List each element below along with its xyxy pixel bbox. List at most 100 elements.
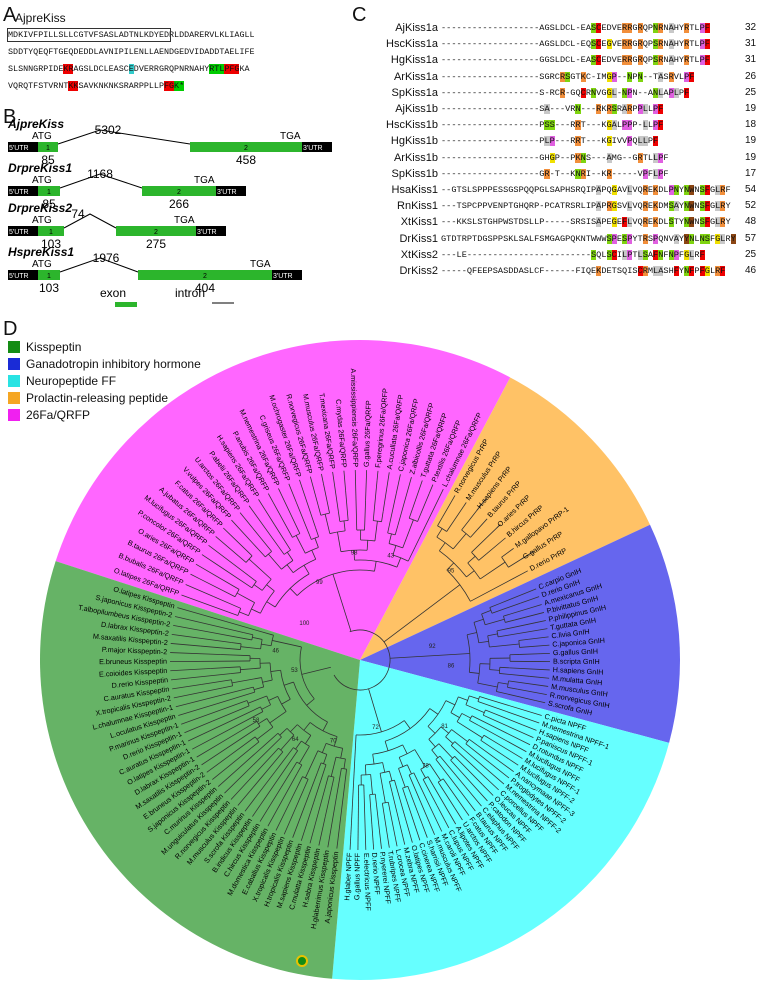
tree-branch xyxy=(278,488,296,525)
legend-swatch xyxy=(8,358,20,370)
tree-branch xyxy=(170,668,211,672)
tree-branch xyxy=(446,506,464,532)
utr3-label: 3'UTR xyxy=(217,189,237,196)
tree-branch xyxy=(465,743,490,763)
tree-branch xyxy=(499,673,530,677)
alignment-length: 48 xyxy=(745,216,757,228)
tree-branch xyxy=(477,744,514,773)
tree-branch xyxy=(322,721,328,732)
tree-branch xyxy=(196,736,232,758)
tree-branch xyxy=(445,736,454,744)
tree-branch xyxy=(253,711,264,717)
alignment-seq-name: XtKiss1 xyxy=(400,216,438,229)
tree-branch xyxy=(288,483,297,503)
alignment-length: 26 xyxy=(745,70,757,82)
tree-branch xyxy=(251,725,261,733)
tree-branch xyxy=(187,719,234,742)
tree-branch xyxy=(469,671,480,674)
alignment-length: 19 xyxy=(745,135,757,147)
tree-leaf-label: G.gallus NPFF xyxy=(352,852,362,900)
tree-branch xyxy=(472,765,499,791)
tree-branch xyxy=(199,578,236,598)
tree-branch xyxy=(466,632,477,636)
gene-name: AjpreKiss xyxy=(7,117,64,131)
tree-branch xyxy=(469,720,479,726)
tree-branch xyxy=(365,470,368,501)
stop-codon: TGA xyxy=(280,131,301,142)
tree-branch xyxy=(466,570,475,578)
tree-branch xyxy=(233,706,261,721)
tree-branch xyxy=(248,505,279,547)
tree-branch xyxy=(436,528,443,538)
alignment-sequence: ---TSPCPPVENPTGHQRP-PCATRSRLIPAPRGSVLVQR… xyxy=(441,201,731,212)
tree-branch xyxy=(376,804,382,849)
tree-branch xyxy=(303,779,309,789)
tree-branch xyxy=(363,794,367,850)
tree-branch xyxy=(185,584,214,597)
tree-branch xyxy=(230,534,253,557)
tree-branch xyxy=(417,781,443,832)
tree-branch xyxy=(451,729,468,742)
tree-branch xyxy=(372,754,375,765)
alignment-sequence: -------------------SA---VRN---RKRSRARPPL… xyxy=(441,104,664,114)
tree-branch xyxy=(421,823,428,838)
tree-branch xyxy=(386,832,390,848)
tree-branch xyxy=(337,511,341,522)
start-codon: ATG xyxy=(32,175,52,186)
intron-line xyxy=(63,213,117,229)
tree-branch xyxy=(252,636,263,640)
tree-branch xyxy=(509,547,514,552)
tree-branch xyxy=(436,805,450,829)
tree-branch xyxy=(505,756,519,766)
clade-sector xyxy=(360,377,651,660)
legend-item: Kisspeptin xyxy=(8,340,81,354)
exon2-box xyxy=(190,142,302,152)
tree-branch xyxy=(431,749,439,758)
tree-branch xyxy=(509,667,550,671)
exon2-box xyxy=(138,270,272,280)
tree-branch xyxy=(272,640,302,648)
intron-length: 74 xyxy=(71,207,85,221)
tree-branch xyxy=(170,660,241,663)
tree-branch xyxy=(518,638,529,641)
utr5-label: 5'UTR xyxy=(9,189,29,196)
tree-branch xyxy=(344,769,347,780)
exon1-number: 1 xyxy=(46,145,50,152)
tree-branch xyxy=(289,588,298,596)
tree-branch xyxy=(389,781,393,792)
tree-leaf-label: G.gallus GnIH xyxy=(553,647,598,658)
panel-a-title: AjpreKiss xyxy=(15,11,66,25)
tree-branch xyxy=(354,470,357,521)
tree-branch xyxy=(481,610,492,615)
tree-branch xyxy=(237,782,258,806)
tree-branch xyxy=(452,533,467,550)
tree-branch xyxy=(173,687,223,699)
alignment-length: 54 xyxy=(745,184,757,195)
tree-branch xyxy=(379,773,386,803)
tree-leaf-label: C.japonica GnIH xyxy=(552,636,605,649)
alignment-length: 31 xyxy=(745,54,757,66)
clade-sector xyxy=(332,660,670,980)
tree-branch xyxy=(291,750,299,760)
intron-legend-label: intron xyxy=(175,286,205,300)
bootstrap-value: 53 xyxy=(291,668,298,674)
tree-branch xyxy=(507,686,518,690)
tree-branch xyxy=(507,628,548,636)
tree-branch xyxy=(535,620,546,623)
tree-branch xyxy=(402,744,408,754)
tree-branch xyxy=(482,784,494,796)
exon1-length: 103 xyxy=(41,237,61,251)
tree-branch xyxy=(395,474,401,494)
tree-branch xyxy=(492,740,523,759)
tree-branch xyxy=(217,739,271,787)
tree-branch xyxy=(417,493,430,522)
panel-d-letter: D xyxy=(3,318,18,340)
intron-line xyxy=(57,129,191,145)
tree-branch xyxy=(270,669,281,672)
tree-branch xyxy=(467,555,476,564)
tree-branch xyxy=(519,644,550,648)
alignment-sequence: -------------------SGRCRSGTKC-IMGP--NPN-… xyxy=(441,71,695,82)
tree-branch xyxy=(210,666,241,669)
alignment-seq-name: HsaKiss1 xyxy=(391,184,438,196)
utr5-box xyxy=(8,142,38,152)
